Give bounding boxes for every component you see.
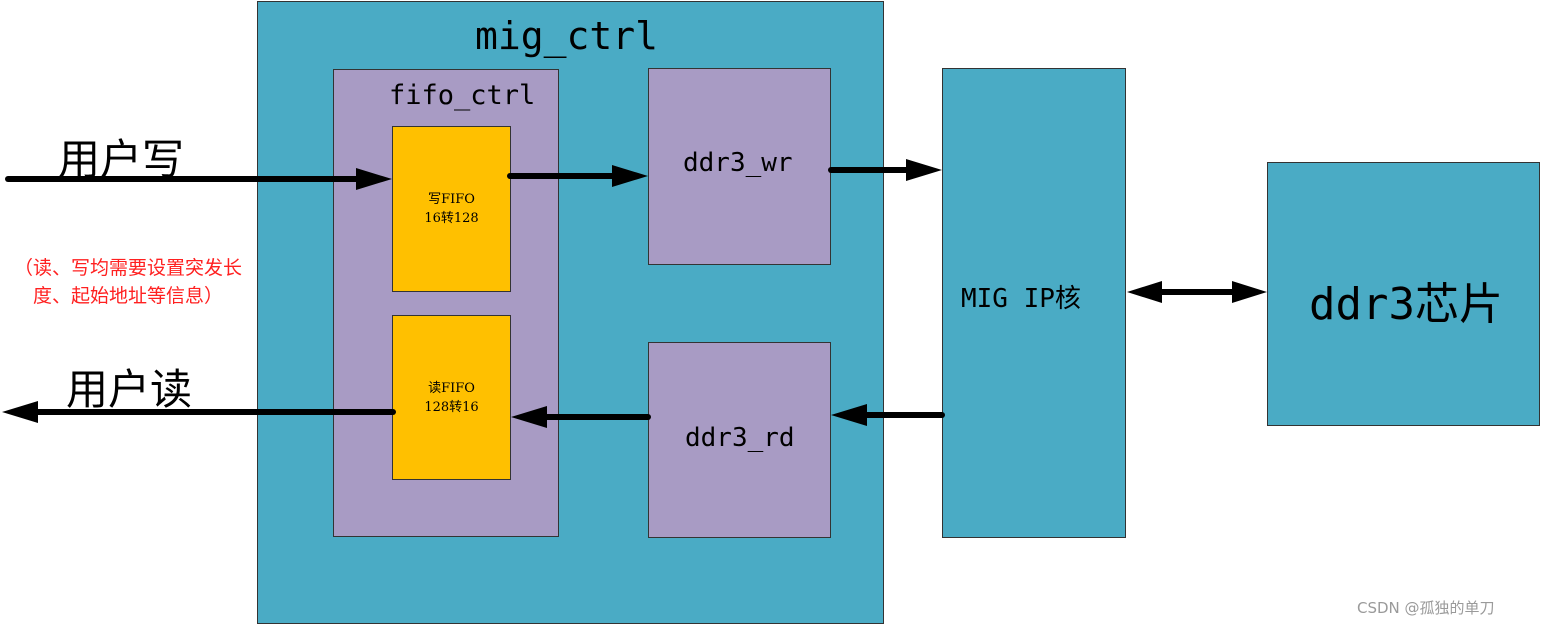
ddr3-rd-label: ddr3_rd <box>685 423 795 453</box>
read-fifo-line-2: 128转16 <box>424 400 479 415</box>
fifo-ctrl-label: fifo_ctrl <box>389 80 536 111</box>
watermark: CSDN @孤独的单刀 <box>1357 599 1495 617</box>
arrow-mig-chip-bidirectional <box>1127 281 1267 303</box>
ddr3-wr-label: ddr3_wr <box>683 148 793 178</box>
write-fifo-line-1: 写FIFO <box>428 192 475 207</box>
write-fifo-block <box>392 126 511 292</box>
mig-ip-block <box>942 68 1126 538</box>
write-fifo-line-2: 16转128 <box>424 211 479 226</box>
ddr3-chip-block <box>1267 162 1540 426</box>
mig-ctrl-label: mig_ctrl <box>475 14 659 58</box>
mig-ip-label: MIG IP核 <box>961 284 1081 314</box>
ddr3-chip-label: ddr3芯片 <box>1309 279 1503 330</box>
user-write-label: 用户写 <box>58 135 185 184</box>
write-fifo-label: 写FIFO 16转128 <box>392 190 511 228</box>
read-fifo-label: 读FIFO 128转16 <box>392 379 511 417</box>
user-read-label: 用户读 <box>66 365 193 414</box>
ddr3-wr-block <box>648 68 831 265</box>
burst-config-note: （读、写均需要设置突发长度、起始地址等信息） <box>13 257 242 307</box>
read-fifo-line-1: 读FIFO <box>428 381 475 396</box>
read-fifo-block <box>392 315 511 480</box>
ddr3-rd-block <box>648 342 831 538</box>
